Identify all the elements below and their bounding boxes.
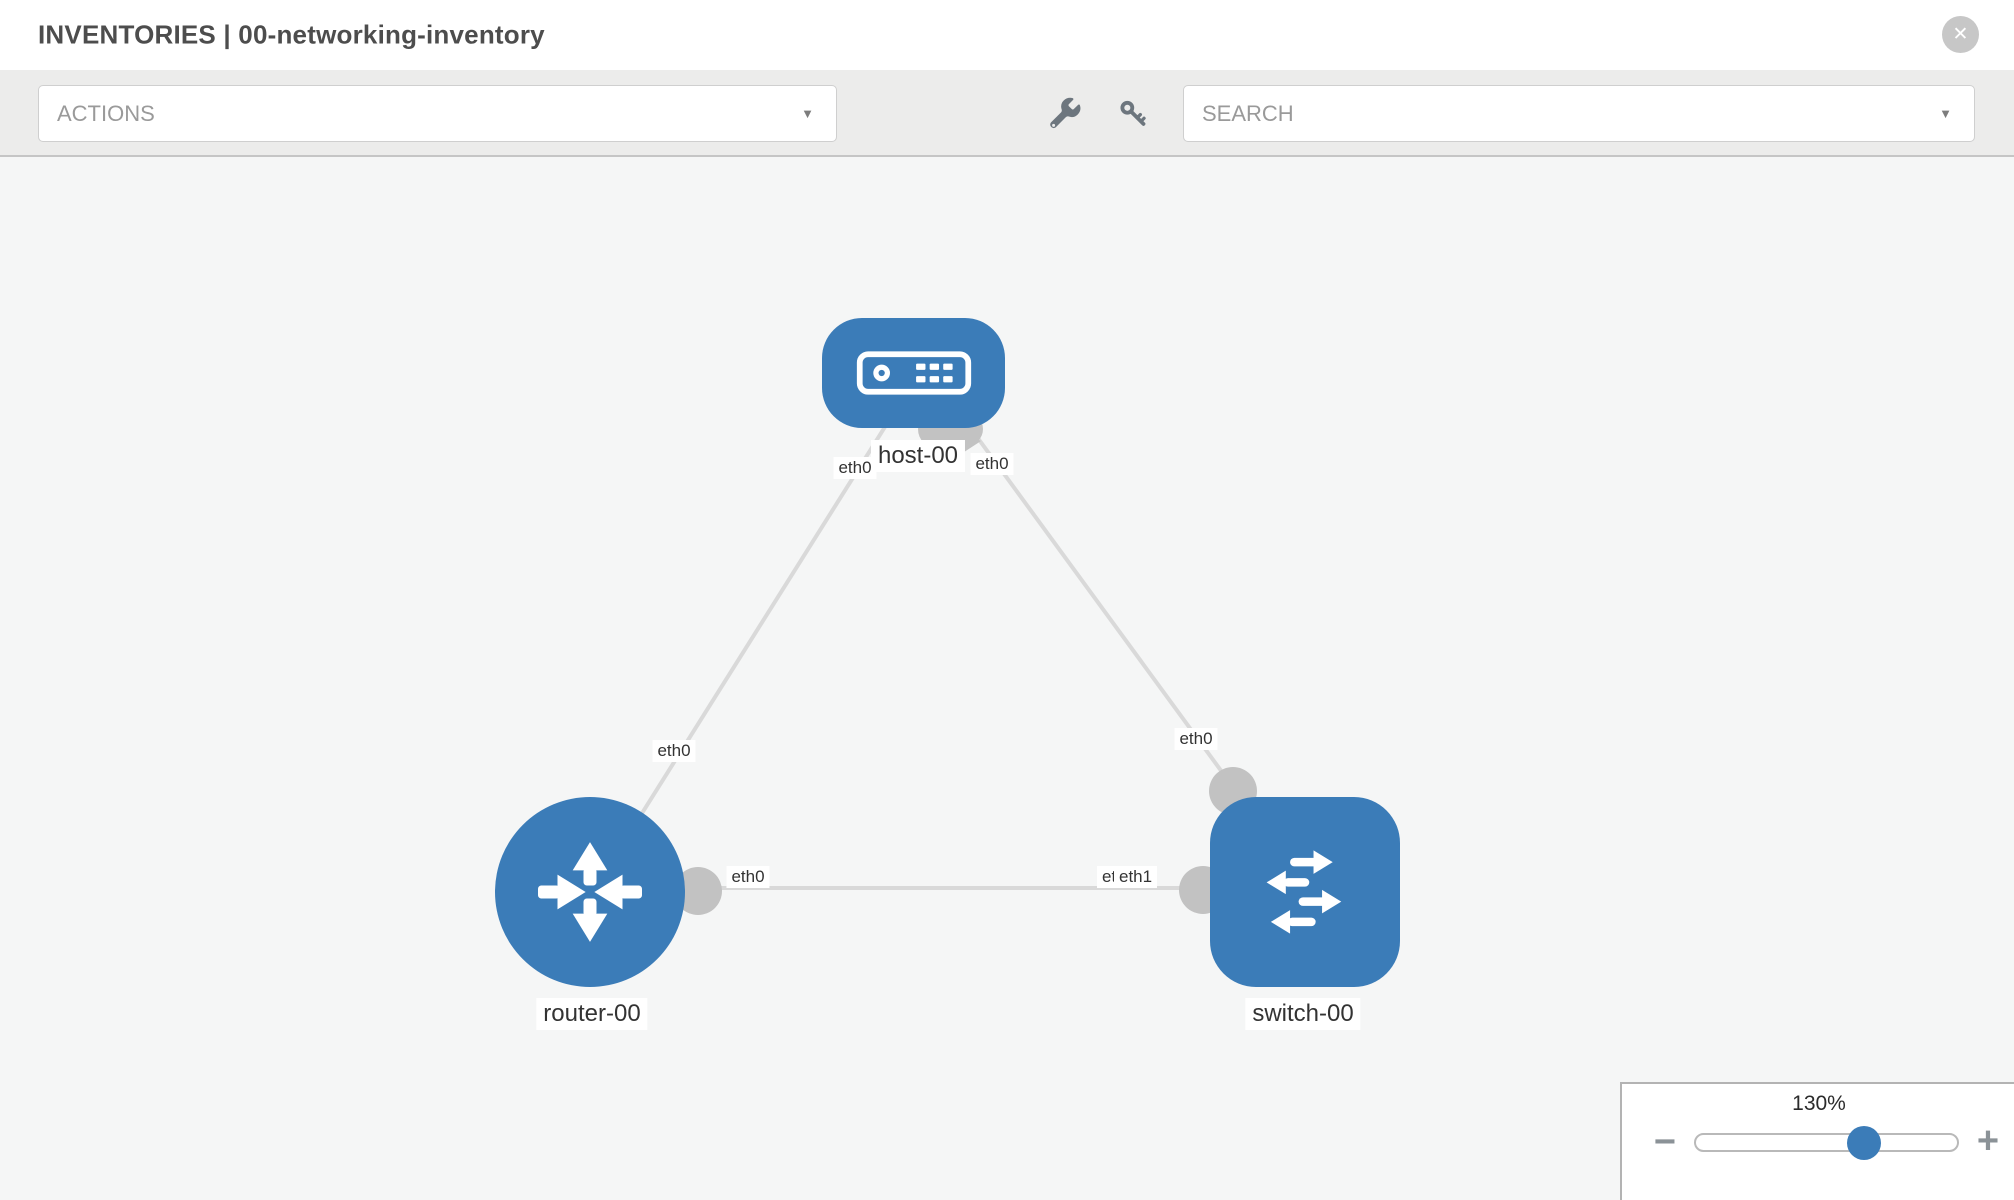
interface-label-host-right: eth0 xyxy=(970,453,1014,475)
toolbar: ACTIONS ▼ SEARCH ▼ xyxy=(0,70,2014,157)
actions-label: ACTIONS xyxy=(57,100,155,126)
router-icon xyxy=(538,842,642,942)
chevron-down-icon: ▼ xyxy=(801,106,814,121)
chevron-down-icon: ▼ xyxy=(1939,106,1952,121)
key-icon xyxy=(1120,100,1146,126)
page-title: INVENTORIES | 00-networking-inventory xyxy=(38,19,545,50)
search-label: SEARCH xyxy=(1202,100,1294,126)
search-dropdown[interactable]: SEARCH ▼ xyxy=(1183,85,1975,142)
node-switch-00[interactable] xyxy=(1210,797,1400,987)
node-router-00[interactable] xyxy=(495,797,685,987)
close-button[interactable]: ✕ xyxy=(1942,16,1979,53)
plus-icon: + xyxy=(1976,1120,2000,1162)
server-icon xyxy=(856,351,971,395)
header: INVENTORIES | 00-networking-inventory ✕ xyxy=(0,0,2014,70)
node-label-switch: switch-00 xyxy=(1245,998,1361,1030)
zoom-slider-thumb[interactable] xyxy=(1847,1126,1881,1160)
interface-label-host-router: eth0 xyxy=(652,740,696,762)
node-label-router: router-00 xyxy=(536,998,648,1030)
zoom-in-button[interactable]: + xyxy=(1968,1121,2008,1161)
switch-icon xyxy=(1266,850,1342,934)
interface-label-switch-eth1: eth1 xyxy=(1114,866,1158,888)
interface-label-host-left: eth0 xyxy=(833,457,877,479)
interface-label-router-eth0: eth0 xyxy=(726,866,770,888)
wrench-button[interactable] xyxy=(1047,96,1083,132)
actions-dropdown[interactable]: ACTIONS ▼ xyxy=(38,85,837,142)
wrench-icon xyxy=(1050,97,1081,128)
key-button[interactable] xyxy=(1115,96,1151,132)
topology-canvas: host-00 router-00 switch-00 eth0 eth0 et… xyxy=(0,157,2014,1200)
interface-label-host-switch: eth0 xyxy=(1174,728,1218,750)
zoom-panel: 130% − + xyxy=(1620,1082,2014,1200)
node-label-host: host-00 xyxy=(870,440,966,472)
close-icon: ✕ xyxy=(1952,24,1969,45)
node-host-00[interactable] xyxy=(822,318,1005,428)
zoom-level: 130% xyxy=(1792,1092,1846,1115)
zoom-out-button[interactable]: − xyxy=(1645,1122,1685,1162)
zoom-slider-track[interactable] xyxy=(1694,1133,1959,1152)
minus-icon: − xyxy=(1653,1121,1677,1163)
